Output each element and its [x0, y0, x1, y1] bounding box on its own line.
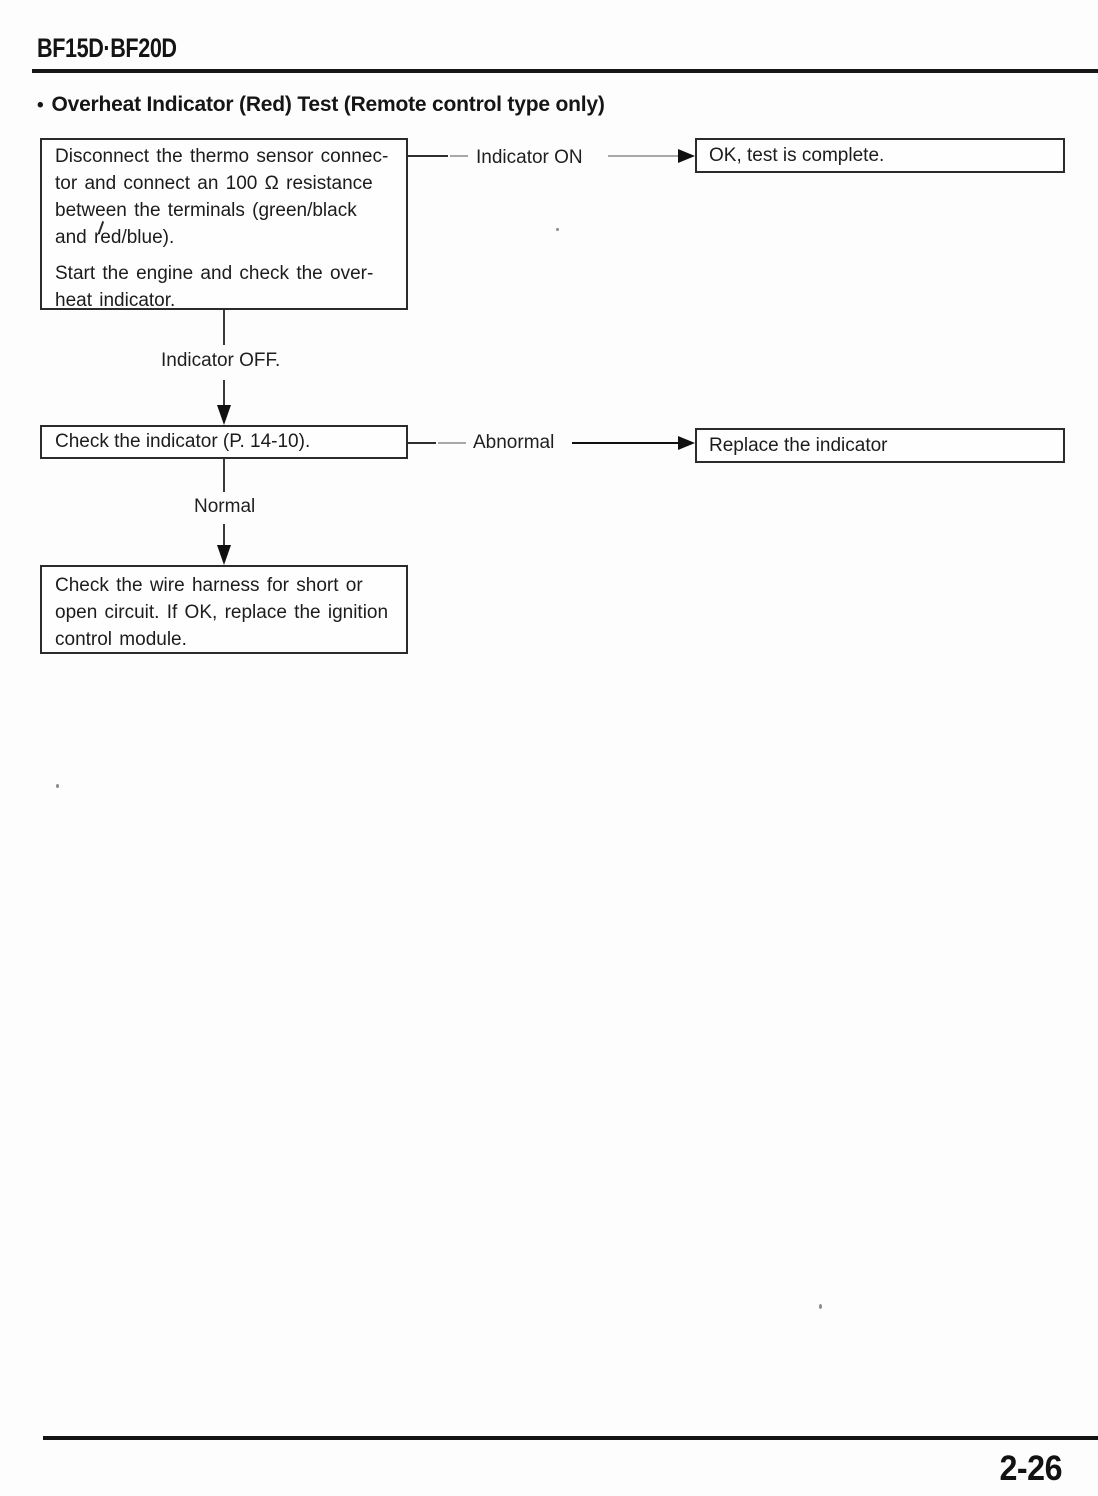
- text-line: open circuit. If OK, replace the ignitio…: [55, 602, 389, 623]
- connector-line: [223, 310, 225, 345]
- result-box-replace: Replace the indicator: [695, 428, 1065, 463]
- start-instruction-box: Disconnect the thermo sensor connec- tor…: [40, 138, 408, 311]
- connector-line: [408, 155, 448, 157]
- print-speck: [556, 228, 559, 231]
- text-line: between the terminals (green/black: [55, 200, 357, 221]
- connector-line: [572, 442, 678, 444]
- print-speck: [56, 784, 59, 788]
- section-title: • Overheat Indicator (Red) Test (Remote c…: [37, 93, 605, 117]
- text-line: heat indicator.: [55, 290, 176, 311]
- text-line: Disconnect the thermo sensor connec-: [55, 146, 389, 167]
- print-speck: [819, 1304, 822, 1309]
- connector-line-faint: [608, 155, 678, 157]
- check-indicator-text: Check the indicator (P. 14-10).: [55, 431, 311, 452]
- connector-line: [223, 524, 225, 546]
- connector-line: [223, 380, 225, 407]
- start-paragraph-1: Disconnect the thermo sensor connec- tor…: [55, 143, 396, 251]
- connector-line: [223, 459, 225, 492]
- branch-label-indicator-on: Indicator ON: [476, 147, 583, 168]
- footer-divider: [43, 1436, 1098, 1440]
- final-instruction-box: Check the wire harness for short or open…: [40, 565, 408, 654]
- section-title-text: Overheat Indicator (Red) Test (Remote co…: [51, 93, 605, 116]
- connector-line: [408, 442, 436, 444]
- branch-label-normal: Normal: [194, 496, 256, 517]
- text-line: and red/blue).: [55, 227, 175, 248]
- arrowhead-right-icon: [678, 436, 695, 450]
- branch-label-abnormal: Abnormal: [473, 432, 555, 453]
- page-title: BF15D·BF20D: [37, 33, 177, 63]
- arrowhead-down-icon: [217, 545, 231, 565]
- branch-label-indicator-off: Indicator OFF.: [161, 350, 281, 371]
- page-number: 2-26: [999, 1449, 1062, 1488]
- result-text: OK, test is complete.: [709, 144, 885, 166]
- text-line: Start the engine and check the over-: [55, 263, 374, 284]
- result-box-ok: OK, test is complete.: [695, 138, 1065, 173]
- check-indicator-box: Check the indicator (P. 14-10).: [40, 425, 408, 459]
- bullet-icon: •: [37, 95, 44, 116]
- text-line: control module.: [55, 629, 187, 650]
- connector-line-faint: [450, 155, 468, 157]
- text-line: tor and connect an 100 Ω resistance: [55, 173, 373, 194]
- result-text: Replace the indicator: [709, 434, 888, 456]
- arrowhead-right-icon: [678, 149, 695, 163]
- connector-line-faint: [438, 442, 466, 444]
- text-line: Check the wire harness for short or: [55, 575, 363, 596]
- header-divider: [32, 69, 1098, 73]
- arrowhead-down-icon: [217, 405, 231, 425]
- start-paragraph-2: Start the engine and check the over- hea…: [55, 260, 396, 314]
